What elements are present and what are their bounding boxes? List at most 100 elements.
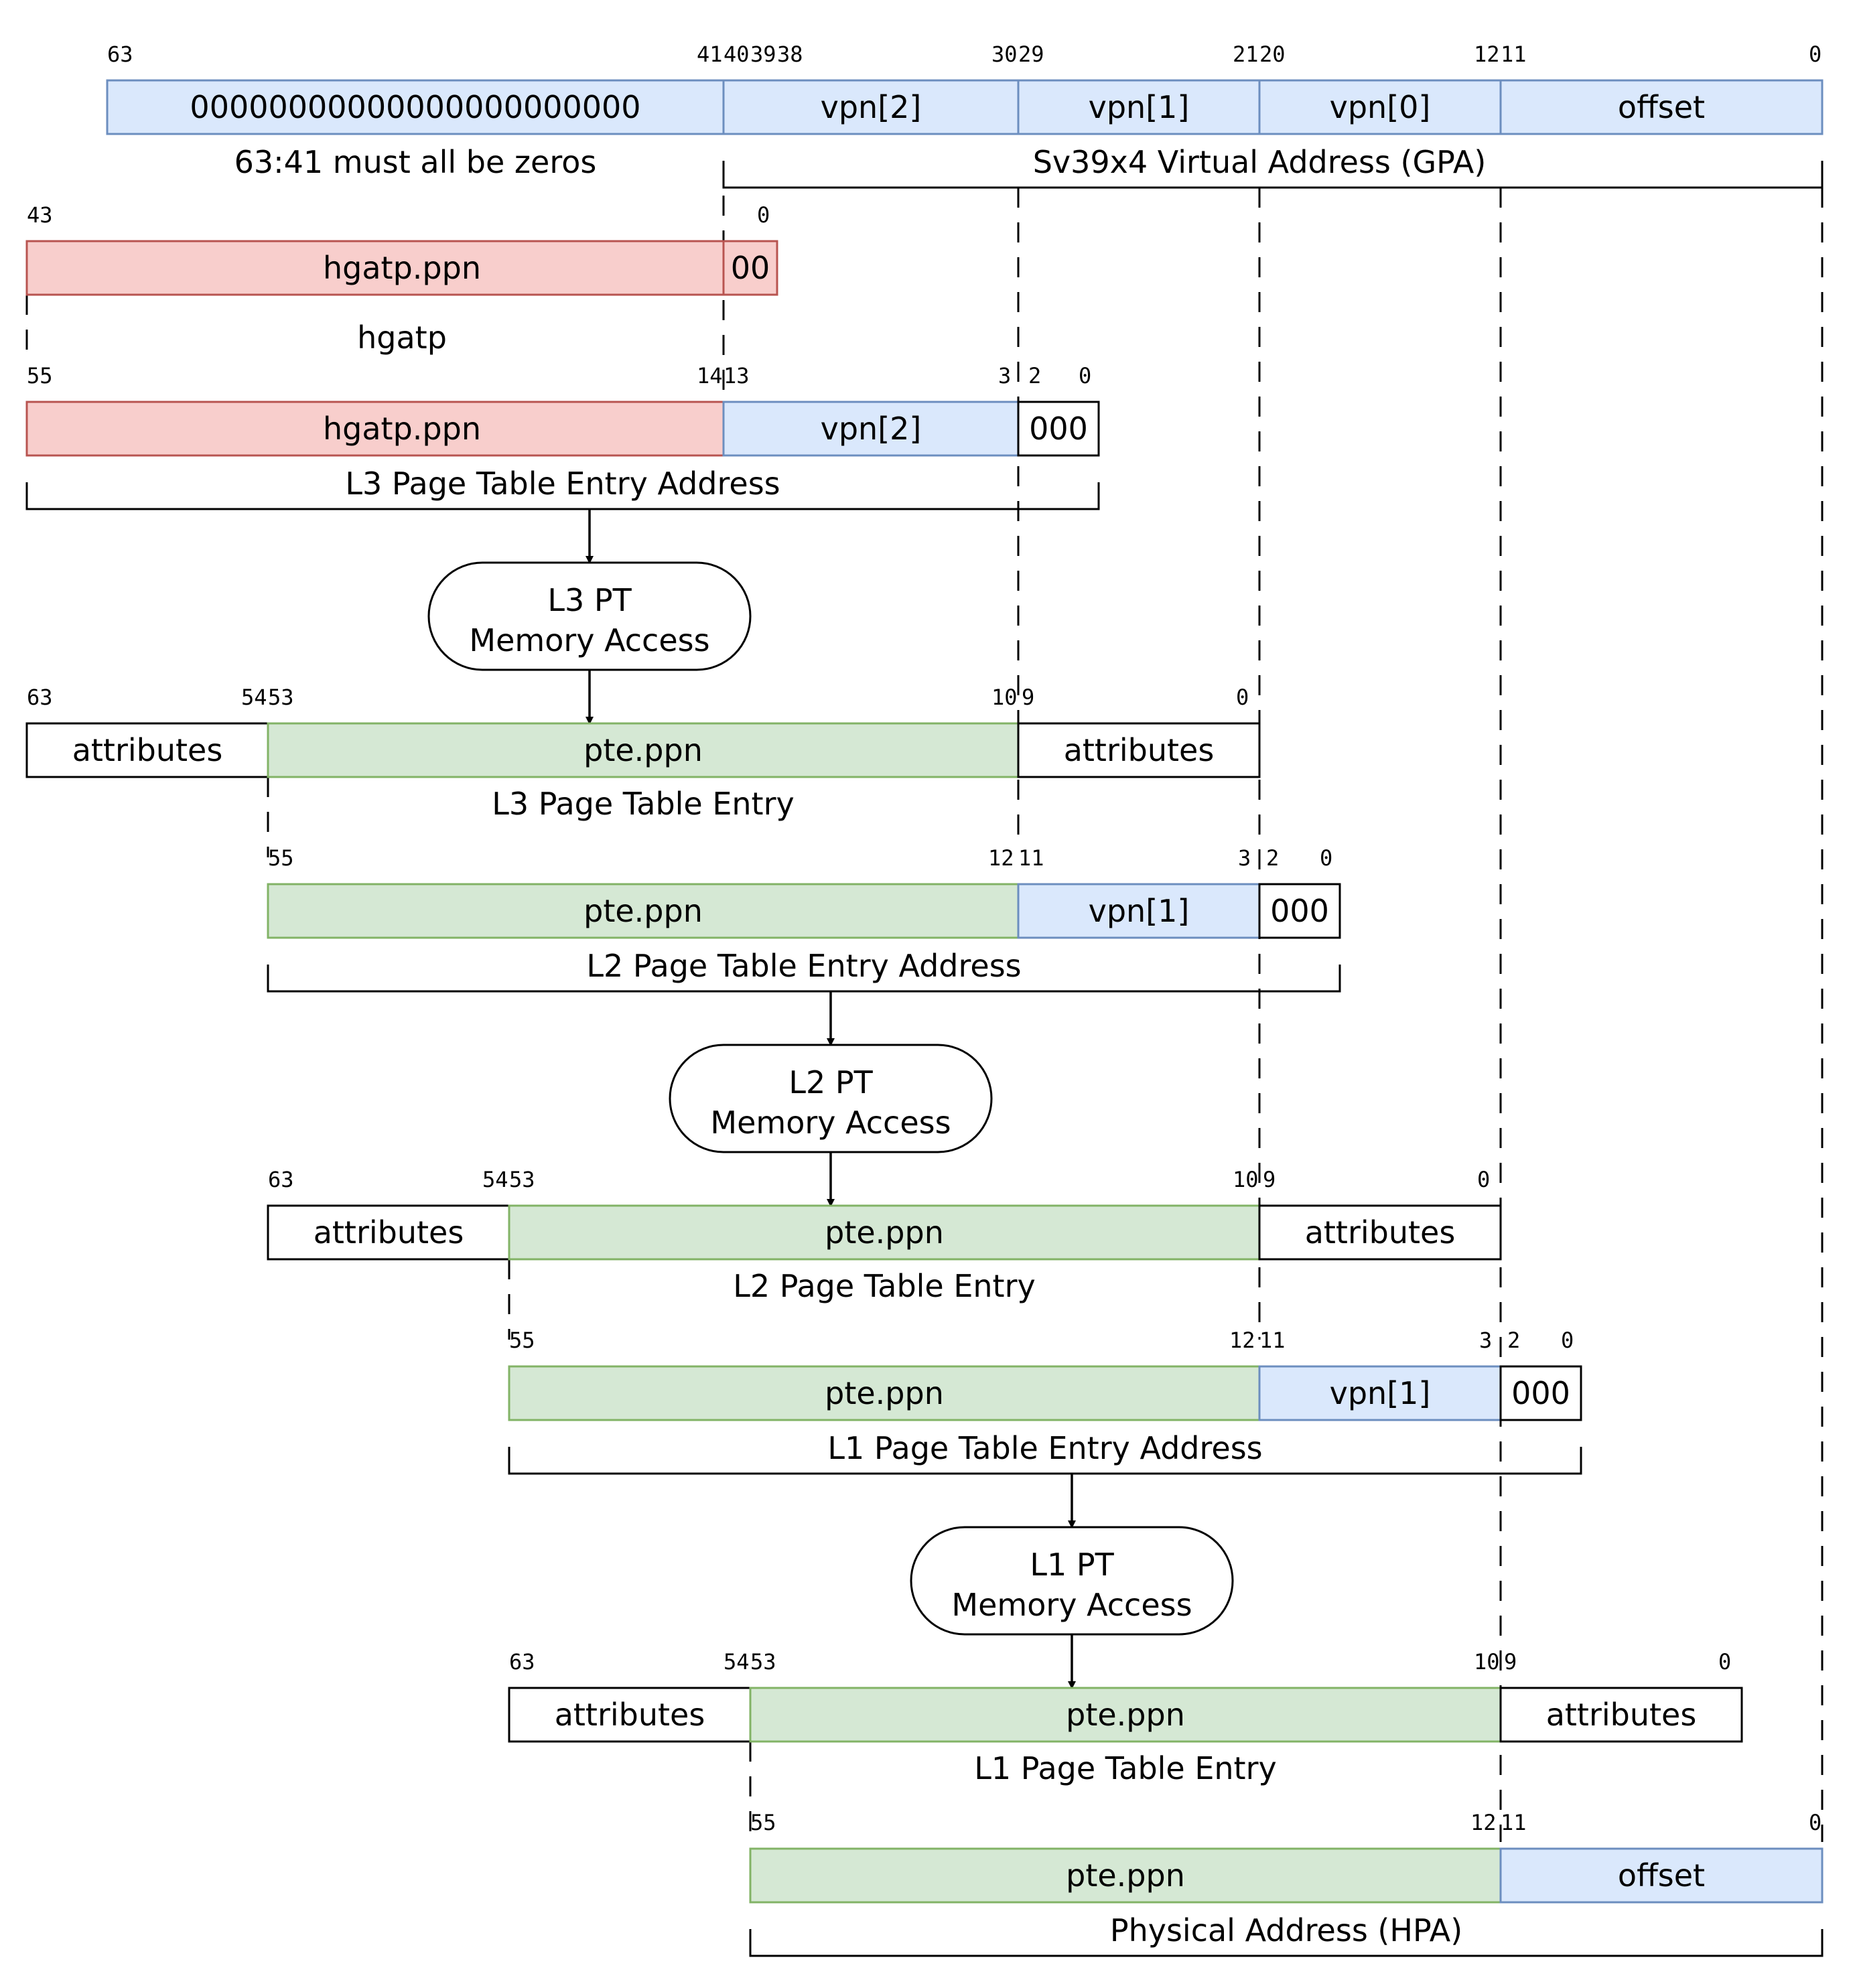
l1-addr-row: 55 12 11 3 2 0 pte.ppn vpn[1] 000 L1 Pag… bbox=[508, 1328, 1582, 1475]
hgatp-row: 43 0 hgatp.ppn 00 hgatp bbox=[25, 202, 778, 356]
l1-access-line1: L1 PT bbox=[1030, 1547, 1114, 1583]
bit-label: 0 bbox=[1079, 363, 1091, 388]
bit-label: 2 bbox=[1507, 1328, 1520, 1353]
bit-label: 11 bbox=[1501, 42, 1527, 67]
l1-pte-attr-lo-label: attributes bbox=[1546, 1697, 1697, 1733]
bit-label: 12 bbox=[1470, 1810, 1497, 1835]
l1-pte-caption: L1 Page Table Entry bbox=[974, 1750, 1276, 1786]
l3-addr-vpn2-label: vpn[2] bbox=[821, 411, 922, 447]
bit-label: 13 bbox=[724, 363, 750, 388]
l1-addr-bracket bbox=[508, 1447, 1582, 1475]
l2-pte-row: 63 54 53 10 9 0 attributes pte.ppn attri… bbox=[267, 1167, 1502, 1304]
hgatp-zero-label: 00 bbox=[731, 250, 770, 286]
bit-label: 12 bbox=[988, 845, 1014, 871]
bit-label: 2 bbox=[1028, 363, 1041, 388]
l2-pte-attr-lo-field bbox=[1258, 1204, 1502, 1261]
l3-addr-bracket bbox=[25, 482, 1100, 510]
gpa-offset-label: offset bbox=[1618, 89, 1705, 125]
bit-label: 0 bbox=[1236, 685, 1249, 710]
l2-access-line1: L2 PT bbox=[788, 1064, 873, 1100]
gpa-vpn0-label: vpn[0] bbox=[1330, 89, 1431, 125]
gpa-offset-field bbox=[1499, 79, 1824, 135]
hpa-ppn-label: pte.ppn bbox=[1066, 1857, 1185, 1894]
l2-addr-zero-field bbox=[1258, 883, 1341, 939]
bit-label: 54 bbox=[724, 1649, 750, 1675]
bit-label: 0 bbox=[757, 202, 770, 228]
bit-label: 55 bbox=[750, 1810, 776, 1835]
l1-addr-zero-field bbox=[1499, 1365, 1582, 1421]
l1-pte-row: 63 54 53 10 9 0 attributes pte.ppn attri… bbox=[508, 1649, 1743, 1786]
bit-label: 11 bbox=[1259, 1328, 1286, 1353]
l2-pte-attr-lo-label: attributes bbox=[1305, 1214, 1456, 1251]
bit-label: 9 bbox=[1022, 685, 1034, 710]
bit-label: 21 bbox=[1233, 42, 1259, 67]
bit-label: 55 bbox=[27, 363, 53, 388]
hgatp-zero-field bbox=[722, 240, 778, 296]
bit-label: 53 bbox=[509, 1167, 535, 1192]
gpa-zeros-label: 00000000000000000000000 bbox=[190, 89, 640, 125]
bit-label: 0 bbox=[1320, 845, 1332, 871]
hpa-bracket bbox=[749, 1929, 1824, 1957]
l3-pte-attr-hi-label: attributes bbox=[72, 732, 223, 768]
l2-addr-vpn1-field bbox=[1017, 883, 1261, 939]
l3-addr-zero-field bbox=[1017, 401, 1100, 457]
l3-access-line1: L3 PT bbox=[547, 582, 632, 618]
bit-label: 3 bbox=[1238, 845, 1251, 871]
bit-label: 12 bbox=[1474, 42, 1500, 67]
gpa-zeros-field bbox=[106, 79, 725, 135]
bit-label: 0 bbox=[1809, 1810, 1821, 1835]
l2-addr-ppn-field bbox=[267, 883, 1020, 939]
l1-access-line2: Memory Access bbox=[951, 1587, 1192, 1623]
bit-label: 40 bbox=[724, 42, 750, 67]
gpa-caption: Sv39x4 Virtual Address (GPA) bbox=[1033, 144, 1487, 180]
l2-pte-attr-hi-field bbox=[267, 1204, 510, 1261]
bit-label: 38 bbox=[777, 42, 803, 67]
l2-addr-row: 55 12 11 3 2 0 pte.ppn vpn[1] 000 L2 Pag… bbox=[267, 845, 1341, 993]
bit-label: 9 bbox=[1504, 1649, 1517, 1675]
bit-label: 54 bbox=[482, 1167, 508, 1192]
bit-label: 41 bbox=[697, 42, 723, 67]
l3-pte-ppn-field bbox=[267, 722, 1020, 778]
bit-label: 54 bbox=[241, 685, 267, 710]
bit-label: 11 bbox=[1501, 1810, 1527, 1835]
l1-pte-attr-hi-label: attributes bbox=[555, 1697, 705, 1733]
l2-addr-ppn-label: pte.ppn bbox=[583, 893, 703, 929]
gpa-vpn1-label: vpn[1] bbox=[1089, 89, 1190, 125]
gpa-bracket bbox=[722, 161, 1824, 189]
l2-addr-bracket bbox=[267, 965, 1341, 993]
gpa-zeros-caption: 63:41 must all be zeros bbox=[234, 144, 597, 180]
l1-addr-zero-label: 000 bbox=[1511, 1375, 1570, 1411]
l3-addr-hgatp-ppn-field bbox=[25, 401, 725, 457]
bit-label: 43 bbox=[27, 202, 53, 228]
l3-addr-hgatp-ppn-label: hgatp.ppn bbox=[323, 411, 481, 447]
gpa-row: 63 41 40 39 38 30 29 21 20 12 11 0 00000… bbox=[106, 42, 1824, 189]
bit-label: 14 bbox=[697, 363, 723, 388]
l1-pte-ppn-field bbox=[749, 1687, 1502, 1743]
bit-label: 30 bbox=[991, 42, 1018, 67]
l2-addr-zero-label: 000 bbox=[1270, 893, 1329, 929]
bit-label: 20 bbox=[1259, 42, 1286, 67]
l3-addr-vpn2-field bbox=[722, 401, 1020, 457]
bit-label: 55 bbox=[509, 1328, 535, 1353]
hpa-offset-field bbox=[1499, 1847, 1824, 1904]
l1-addr-vpn-label: vpn[1] bbox=[1330, 1375, 1431, 1411]
l3-pte-row: 63 54 53 10 9 0 attributes pte.ppn attri… bbox=[25, 685, 1261, 822]
hpa-caption: Physical Address (HPA) bbox=[1110, 1912, 1462, 1948]
l1-addr-ppn-field bbox=[508, 1365, 1261, 1421]
l3-pte-attr-lo-field bbox=[1017, 722, 1261, 778]
bit-label: 63 bbox=[268, 1167, 294, 1192]
bit-label: 29 bbox=[1018, 42, 1044, 67]
bit-label: 63 bbox=[107, 42, 133, 67]
l1-addr-ppn-label: pte.ppn bbox=[825, 1375, 944, 1411]
hpa-row: 55 12 11 0 pte.ppn offset Physical Addre… bbox=[749, 1810, 1824, 1957]
bit-label: 12 bbox=[1229, 1328, 1255, 1353]
l3-pte-ppn-label: pte.ppn bbox=[583, 732, 703, 768]
bit-label: 10 bbox=[1233, 1167, 1259, 1192]
l3-addr-row: 55 14 13 3 2 0 hgatp.ppn vpn[2] 000 L3 P… bbox=[25, 363, 1100, 510]
bit-label: 63 bbox=[509, 1649, 535, 1675]
bit-label: 11 bbox=[1018, 845, 1044, 871]
l2-addr-caption: L2 Page Table Entry Address bbox=[586, 948, 1021, 984]
bit-label: 0 bbox=[1477, 1167, 1490, 1192]
l3-pte-attr-hi-field bbox=[25, 722, 269, 778]
